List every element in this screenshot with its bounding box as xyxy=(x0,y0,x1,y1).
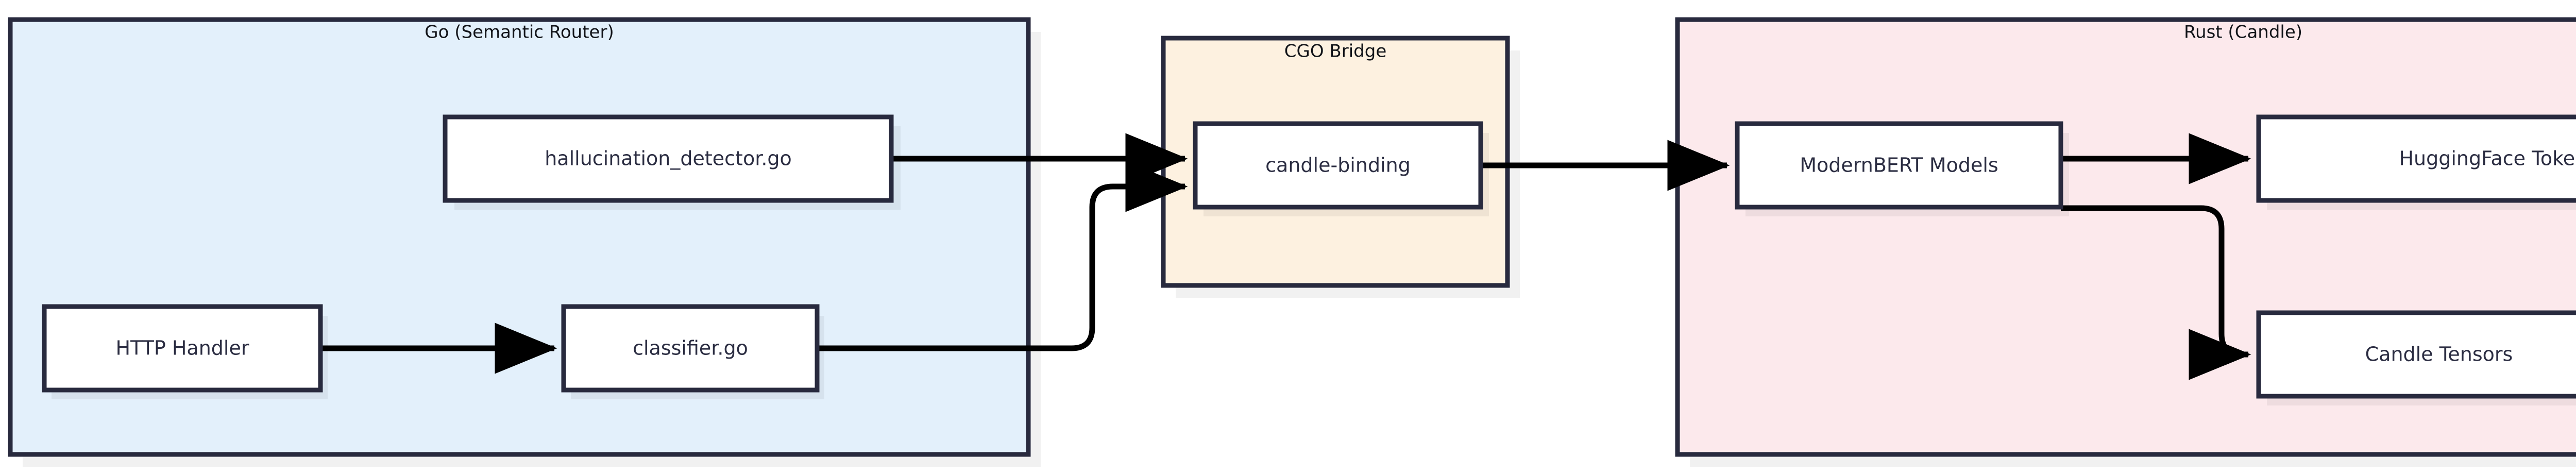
node-http-handler-label: HTTP Handler xyxy=(116,337,249,360)
node-huggingface-tokenizers[interactable]: HuggingFace Tokenizers xyxy=(2256,114,2576,210)
node-candle-tensors-rect[interactable] xyxy=(2256,310,2576,399)
cluster-go-semantic-router[interactable]: Go (Semantic Router) xyxy=(8,17,1041,467)
cluster-go-label: Go (Semantic Router) xyxy=(425,22,614,43)
node-http-handler[interactable]: HTTP Handler xyxy=(42,304,328,399)
node-candle-tensors[interactable]: Candle Tensors xyxy=(2256,310,2576,405)
node-huggingface-tokenizers-label: HuggingFace Tokenizers xyxy=(2399,147,2576,170)
node-classifier-go[interactable]: classifier.go xyxy=(561,304,824,399)
node-candle-tensors-label: Candle Tensors xyxy=(2365,343,2513,366)
node-modernbert-models[interactable]: ModernBERT Models xyxy=(1735,121,2069,216)
node-huggingface-tokenizers-rect[interactable] xyxy=(2256,114,2576,203)
node-hallucination-detector-go[interactable]: hallucination_detector.go xyxy=(443,114,901,210)
node-http-handler-rect[interactable] xyxy=(42,304,323,393)
node-classifier-label: classifier.go xyxy=(633,337,748,360)
node-candle-binding-label: candle-binding xyxy=(1265,154,1411,177)
cluster-cgo-label: CGO Bridge xyxy=(1284,41,1387,62)
node-classifier-rect[interactable] xyxy=(561,304,820,393)
cluster-rust-label: Rust (Candle) xyxy=(2184,22,2302,43)
node-modernbert-label: ModernBERT Models xyxy=(1800,154,1998,177)
node-candle-binding-rect[interactable] xyxy=(1193,121,1483,210)
node-candle-binding[interactable]: candle-binding xyxy=(1193,121,1489,216)
edge-classifier-to-candle-binding xyxy=(817,161,1188,351)
node-hallucination-detector-rect[interactable] xyxy=(443,114,894,203)
node-modernbert-rect[interactable] xyxy=(1735,121,2063,210)
node-hallucination-detector-label: hallucination_detector.go xyxy=(545,147,792,170)
edge-modernbert-to-candle-tensors xyxy=(2061,205,2251,380)
